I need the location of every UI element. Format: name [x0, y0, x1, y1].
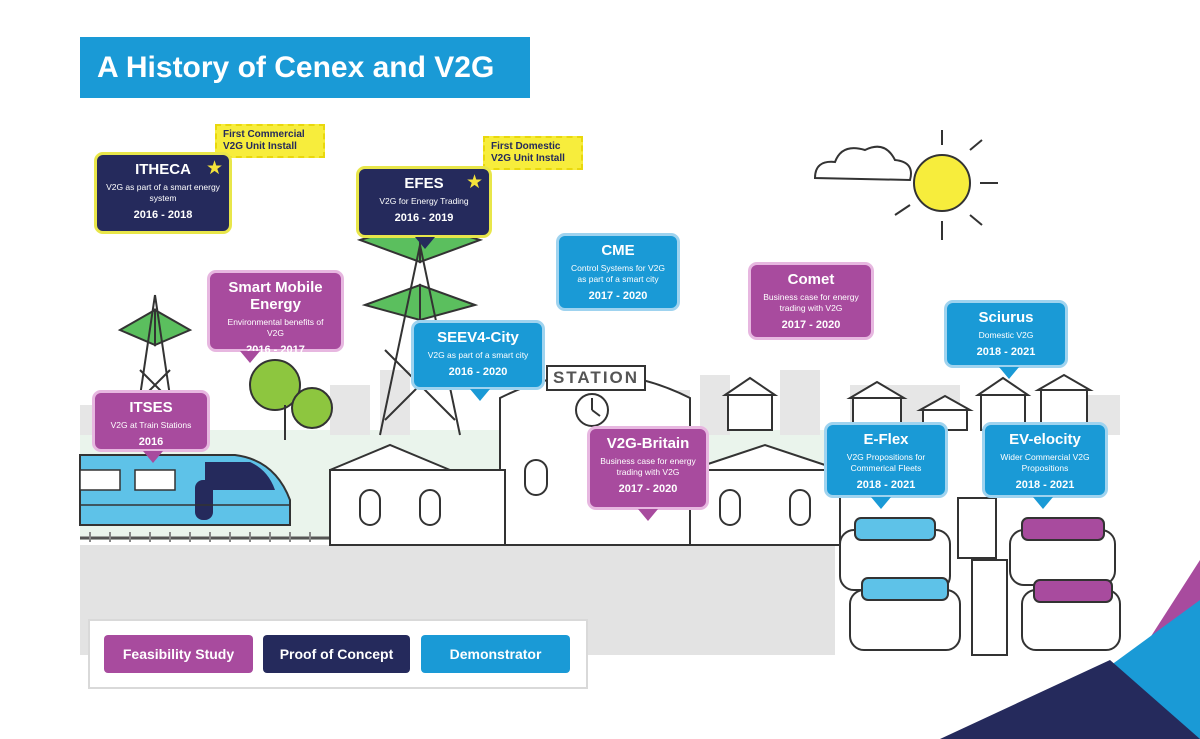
project-card-sciurus[interactable]: Sciurus Domestic V2G 2018 - 2021: [944, 300, 1068, 379]
project-card-smart-mobile-energy[interactable]: Smart Mobile Energy Environmental benefi…: [207, 270, 344, 363]
project-years: 2018 - 2021: [1015, 479, 1075, 491]
project-card-e-flex[interactable]: E-Flex V2G Propositions for Commerical F…: [824, 422, 948, 509]
project-years: 2017 - 2020: [588, 290, 648, 302]
project-years: 2018 - 2021: [976, 346, 1036, 358]
project-years: 2016 - 2020: [448, 366, 508, 378]
project-description: Business case for energy trading with V2…: [763, 292, 859, 313]
legend: Feasibility Study Proof of Concept Demon…: [88, 619, 588, 689]
project-card-comet[interactable]: Comet Business case for energy trading w…: [748, 262, 874, 340]
star-icon: ★: [465, 172, 483, 193]
project-description: V2G as part of a smart city: [427, 350, 529, 360]
project-description: Environmental benefits of V2G: [227, 317, 324, 338]
callout-pointer: [871, 497, 891, 509]
tree-illustration: [249, 359, 333, 440]
project-name: SEEV4-City: [437, 329, 519, 346]
legend-feasibility-study: Feasibility Study: [104, 635, 253, 673]
project-years: 2016 - 2019: [394, 212, 454, 224]
project-name: ITHECA: [135, 161, 191, 178]
flag-first-commercial: First Commercial V2G Unit Install: [215, 124, 325, 158]
legend-demonstrator: Demonstrator: [421, 635, 570, 673]
page-title: A History of Cenex and V2G: [80, 37, 530, 98]
project-card-itheca[interactable]: ★ ITHECA V2G as part of a smart energy s…: [94, 152, 232, 234]
project-description: V2G as part of a smart energy system: [106, 182, 220, 203]
corner-decoration: [940, 560, 1200, 739]
project-years: 2018 - 2021: [856, 479, 916, 491]
project-card-ev-elocity[interactable]: EV-elocity Wider Commercial V2G Proposit…: [982, 422, 1108, 509]
project-description: V2G Propositions for Commerical Fleets: [846, 452, 926, 473]
project-name: CME: [601, 242, 635, 259]
project-name: Smart Mobile Energy: [228, 279, 323, 313]
electricity-pylon-right: [356, 220, 484, 436]
flag-first-domestic: First Domestic V2G Unit Install: [483, 136, 583, 170]
project-years: 2017 - 2020: [781, 319, 841, 331]
project-name: V2G-Britain: [606, 435, 690, 452]
station-sign: STATION: [546, 365, 646, 391]
project-description: Business case for energy trading with V2…: [600, 456, 696, 477]
project-description: V2G at Train Stations: [110, 420, 192, 430]
project-card-seev4-city[interactable]: SEEV4-City V2G as part of a smart city 2…: [411, 320, 545, 401]
electric-cars-illustration: [839, 497, 1121, 656]
project-card-v2g-britain[interactable]: V2G-Britain Business case for energy tra…: [587, 426, 709, 521]
project-name: Sciurus: [978, 309, 1034, 326]
project-name: Comet: [787, 271, 835, 288]
callout-pointer: [415, 237, 435, 249]
callout-pointer: [470, 389, 490, 401]
project-years: 2016: [138, 436, 164, 448]
train-illustration: [79, 454, 291, 526]
project-name: EV-elocity: [1009, 431, 1081, 448]
legend-proof-of-concept: Proof of Concept: [263, 635, 410, 673]
project-description: Domestic V2G: [978, 330, 1034, 340]
project-name: EFES: [404, 175, 444, 192]
project-description: V2G for Energy Trading: [379, 196, 469, 206]
callout-pointer: [143, 451, 163, 463]
sun-illustration: [894, 130, 998, 240]
project-name: E-Flex: [863, 431, 909, 448]
project-years: 2017 - 2020: [618, 483, 678, 495]
project-card-efes[interactable]: ★ EFES V2G for Energy Trading 2016 - 201…: [356, 166, 492, 249]
station-building: [329, 373, 841, 546]
project-card-cme[interactable]: CME Control Systems for V2G as part of a…: [556, 233, 680, 311]
callout-pointer: [638, 509, 658, 521]
project-years: 2016 - 2018: [133, 209, 193, 221]
project-description: Wider Commercial V2G Propositions: [1000, 452, 1090, 473]
project-name: ITSES: [129, 399, 173, 416]
callout-pointer: [999, 367, 1019, 379]
project-years: 2016 - 2017: [246, 344, 305, 356]
star-icon: ★: [205, 158, 223, 179]
cloud-illustration: [813, 145, 912, 182]
project-card-itses[interactable]: ITSES V2G at Train Stations 2016: [92, 390, 210, 463]
project-description: Control Systems for V2G as part of a sma…: [570, 263, 665, 284]
callout-pointer: [240, 351, 260, 363]
callout-pointer: [1033, 497, 1053, 509]
